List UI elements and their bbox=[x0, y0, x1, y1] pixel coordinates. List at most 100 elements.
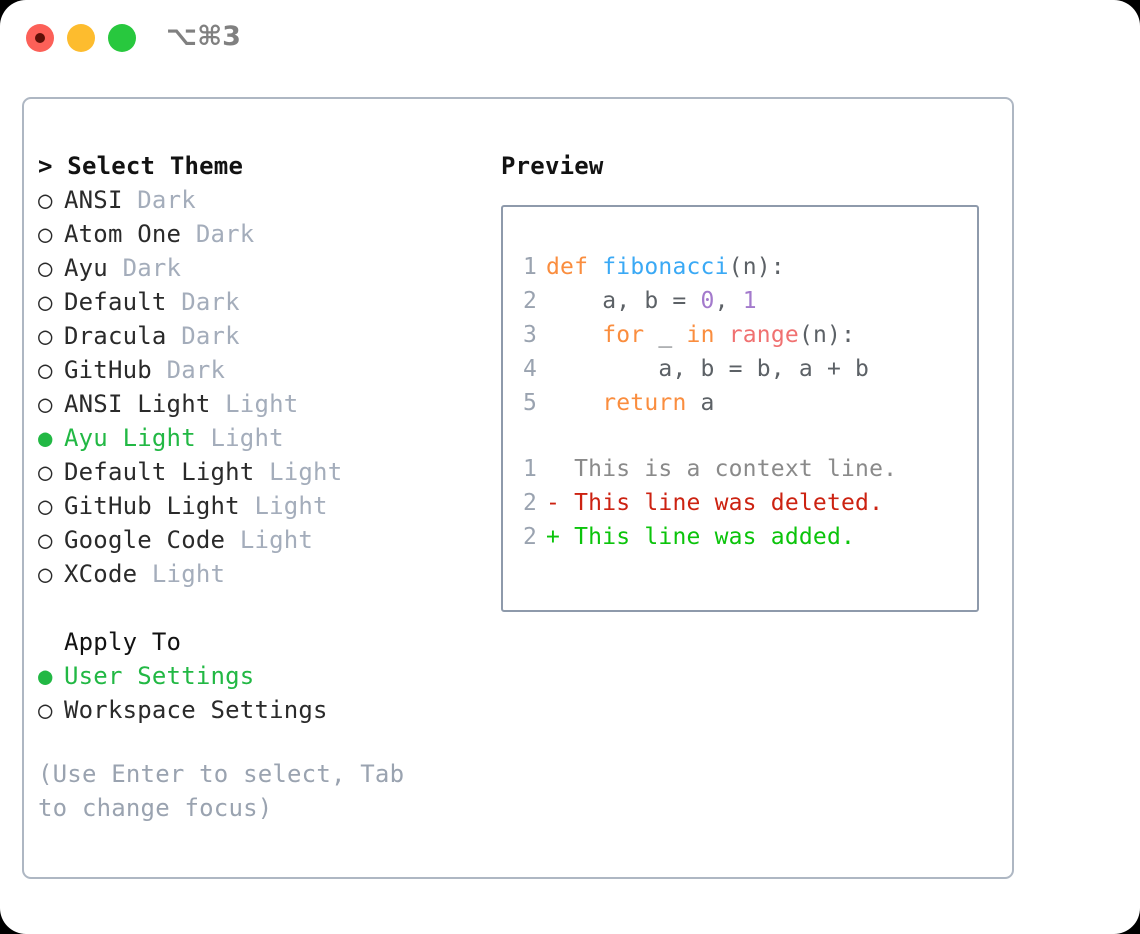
diff-sample: 1 This is a context line. 2- This line wa… bbox=[513, 452, 897, 554]
title-bar: ⌥⌘3 bbox=[0, 0, 1140, 78]
theme-option-variant: Dark bbox=[166, 356, 226, 384]
theme-option-variant: Dark bbox=[181, 288, 240, 316]
radio-unselected-icon: ○ bbox=[38, 492, 53, 520]
code-token-call: range bbox=[728, 322, 799, 348]
theme-option-label: XCode bbox=[64, 560, 138, 588]
theme-option-variant: Dark bbox=[181, 322, 240, 350]
radio-unselected-icon: ○ bbox=[38, 696, 53, 724]
theme-option-label: Dracula bbox=[64, 322, 167, 350]
apply-to-option-list[interactable]: ●User Settings ○ Workspace Settings bbox=[38, 659, 498, 727]
diff-line-ctx: 1 This is a context line. bbox=[513, 452, 897, 486]
theme-option-atom-one[interactable]: ○Atom One Dark bbox=[38, 217, 498, 251]
label-gap bbox=[211, 390, 226, 418]
diff-sign: - bbox=[546, 490, 561, 516]
label-gap bbox=[181, 220, 196, 248]
list-spacer bbox=[38, 591, 498, 625]
theme-option-label: GitHub bbox=[64, 356, 152, 384]
code-token-plain bbox=[546, 322, 602, 348]
apply-to-option-label: User Settings bbox=[64, 662, 255, 690]
diff-text: This line was added. bbox=[560, 524, 856, 550]
radio-unselected-icon: ○ bbox=[38, 390, 53, 418]
theme-option-label: Atom One bbox=[64, 220, 182, 248]
code-line: 2 a, b = 0, 1 bbox=[513, 284, 869, 318]
theme-option-variant: Light bbox=[225, 390, 299, 418]
code-line: 3 for _ in range(n): bbox=[513, 318, 869, 352]
label-gap bbox=[240, 492, 255, 520]
theme-option-github[interactable]: ○ GitHub Dark bbox=[38, 353, 498, 387]
keyboard-hint-text: (Use Enter to select, Tab to change focu… bbox=[38, 760, 405, 822]
code-line: 4 a, b = b, a + b bbox=[513, 352, 869, 386]
theme-option-label: ANSI Light bbox=[64, 390, 211, 418]
label-gap bbox=[225, 526, 240, 554]
label-gap bbox=[196, 424, 211, 452]
code-token-plain: , bbox=[714, 288, 743, 314]
theme-option-variant: Dark bbox=[195, 220, 255, 248]
radio-unselected-icon: ○ bbox=[38, 356, 53, 384]
theme-option-variant: Dark bbox=[137, 186, 196, 214]
code-token-plain bbox=[715, 322, 729, 348]
radio-unselected-icon: ○ bbox=[38, 186, 53, 214]
apply-to-option-label: Workspace Settings bbox=[64, 696, 328, 724]
radio-unselected-icon: ○ bbox=[38, 560, 53, 588]
code-token-num: 0 bbox=[700, 288, 715, 314]
minimize-button[interactable] bbox=[67, 24, 95, 52]
diff-text: This line was deleted. bbox=[560, 490, 884, 516]
code-token-plain bbox=[546, 390, 602, 416]
theme-option-label: Ayu Light bbox=[64, 424, 196, 452]
apply-to-header: Apply To bbox=[64, 628, 182, 656]
code-line-number: 2 bbox=[522, 288, 537, 314]
code-line-number: 1 bbox=[522, 254, 537, 280]
radio-unselected-icon: ○ bbox=[38, 458, 53, 486]
label-gap bbox=[137, 560, 152, 588]
theme-option-google-code[interactable]: ○Google Code Light bbox=[38, 523, 498, 557]
theme-option-list[interactable]: ○ANSI Dark○Atom One Dark○Ayu Dark○Defaul… bbox=[38, 183, 498, 591]
theme-option-ansi[interactable]: ○ANSI Dark bbox=[38, 183, 498, 217]
diff-line-number: 1 bbox=[522, 456, 537, 482]
keyboard-shortcut-label: ⌥⌘3 bbox=[166, 21, 241, 52]
diff-sign: + bbox=[546, 524, 561, 550]
theme-option-default[interactable]: ○Default Dark bbox=[38, 285, 498, 319]
theme-option-variant: Light bbox=[151, 560, 226, 588]
preview-title: Preview bbox=[501, 152, 604, 180]
radio-unselected-icon: ○ bbox=[38, 526, 53, 554]
theme-option-variant: Light bbox=[210, 424, 284, 452]
code-token-plain bbox=[588, 254, 602, 280]
diff-line-add: 2 + This line was added. bbox=[513, 520, 897, 554]
code-token-plain: _ bbox=[644, 322, 687, 348]
theme-option-label: GitHub Light bbox=[64, 492, 240, 520]
code-token-plain: (n): bbox=[728, 254, 785, 280]
select-theme-header: > Select Theme bbox=[38, 152, 244, 180]
theme-picker-panel: > Select Theme ○ANSI Dark○Atom One Dark○… bbox=[22, 97, 1014, 879]
theme-option-variant: Light bbox=[254, 492, 328, 520]
theme-option-dracula[interactable]: ○Dracula Dark bbox=[38, 319, 498, 353]
close-button[interactable] bbox=[26, 24, 54, 52]
code-token-kw: for bbox=[602, 322, 645, 348]
radio-unselected-icon: ○ bbox=[38, 254, 53, 282]
diff-text: This is a context line. bbox=[560, 456, 898, 482]
code-token-plain: a, b = b, a + b bbox=[546, 356, 870, 382]
code-token-kw: def bbox=[546, 254, 589, 280]
diff-line-number: 2 bbox=[522, 524, 537, 550]
code-line-number: 4 bbox=[522, 356, 537, 382]
theme-option-xcode[interactable]: ○ XCode Light bbox=[38, 557, 498, 591]
theme-option-label: Ayu bbox=[64, 254, 108, 282]
radio-unselected-icon: ○ bbox=[38, 288, 53, 316]
label-gap bbox=[108, 254, 123, 282]
theme-option-ayu-light[interactable]: ●Ayu Light Light bbox=[38, 421, 498, 455]
label-gap bbox=[167, 322, 182, 350]
maximize-button[interactable] bbox=[108, 24, 136, 52]
code-token-num: 1 bbox=[742, 288, 757, 314]
theme-option-variant: Dark bbox=[122, 254, 182, 282]
theme-option-github-light[interactable]: ○ GitHub Light Light bbox=[38, 489, 498, 523]
apply-to-option-user-settings[interactable]: ●User Settings bbox=[38, 659, 498, 693]
code-token-plain: (n): bbox=[798, 322, 856, 348]
code-token-kw: return bbox=[602, 390, 687, 416]
theme-option-ansi-light[interactable]: ○ ANSI Light Light bbox=[38, 387, 498, 421]
theme-option-default-light[interactable]: ○Default Light Light bbox=[38, 455, 498, 489]
theme-option-label: Default Light bbox=[64, 458, 255, 486]
apply-to-option-workspace-settings[interactable]: ○ Workspace Settings bbox=[38, 693, 498, 727]
theme-option-ayu[interactable]: ○ Ayu Dark bbox=[38, 251, 498, 285]
